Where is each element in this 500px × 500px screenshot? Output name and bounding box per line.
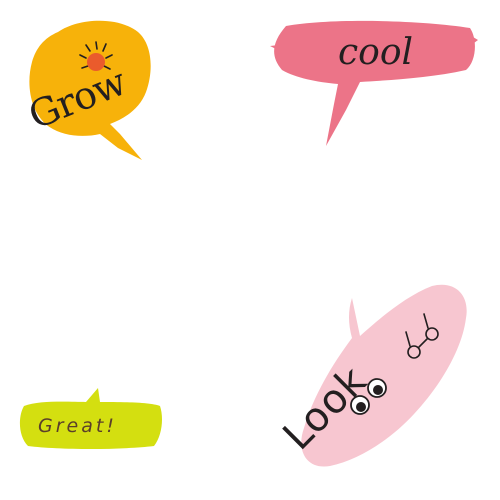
- glasses-icon: [405, 313, 439, 359]
- cool-bubble-shape: [274, 20, 475, 146]
- great-label: Great!: [38, 415, 117, 437]
- grow-bubble-shape: [29, 20, 151, 160]
- sun-rays-icon: [79, 41, 113, 70]
- grow-sun-circle: [87, 53, 105, 71]
- cool-label: cool: [338, 32, 413, 73]
- cool-brush-stroke: [270, 44, 288, 52]
- look-bubble-shape: [301, 284, 467, 467]
- cool-brush-stroke-right: [468, 34, 478, 46]
- eyes-icon: [350, 378, 387, 415]
- great-bubble-shape: [19, 388, 163, 449]
